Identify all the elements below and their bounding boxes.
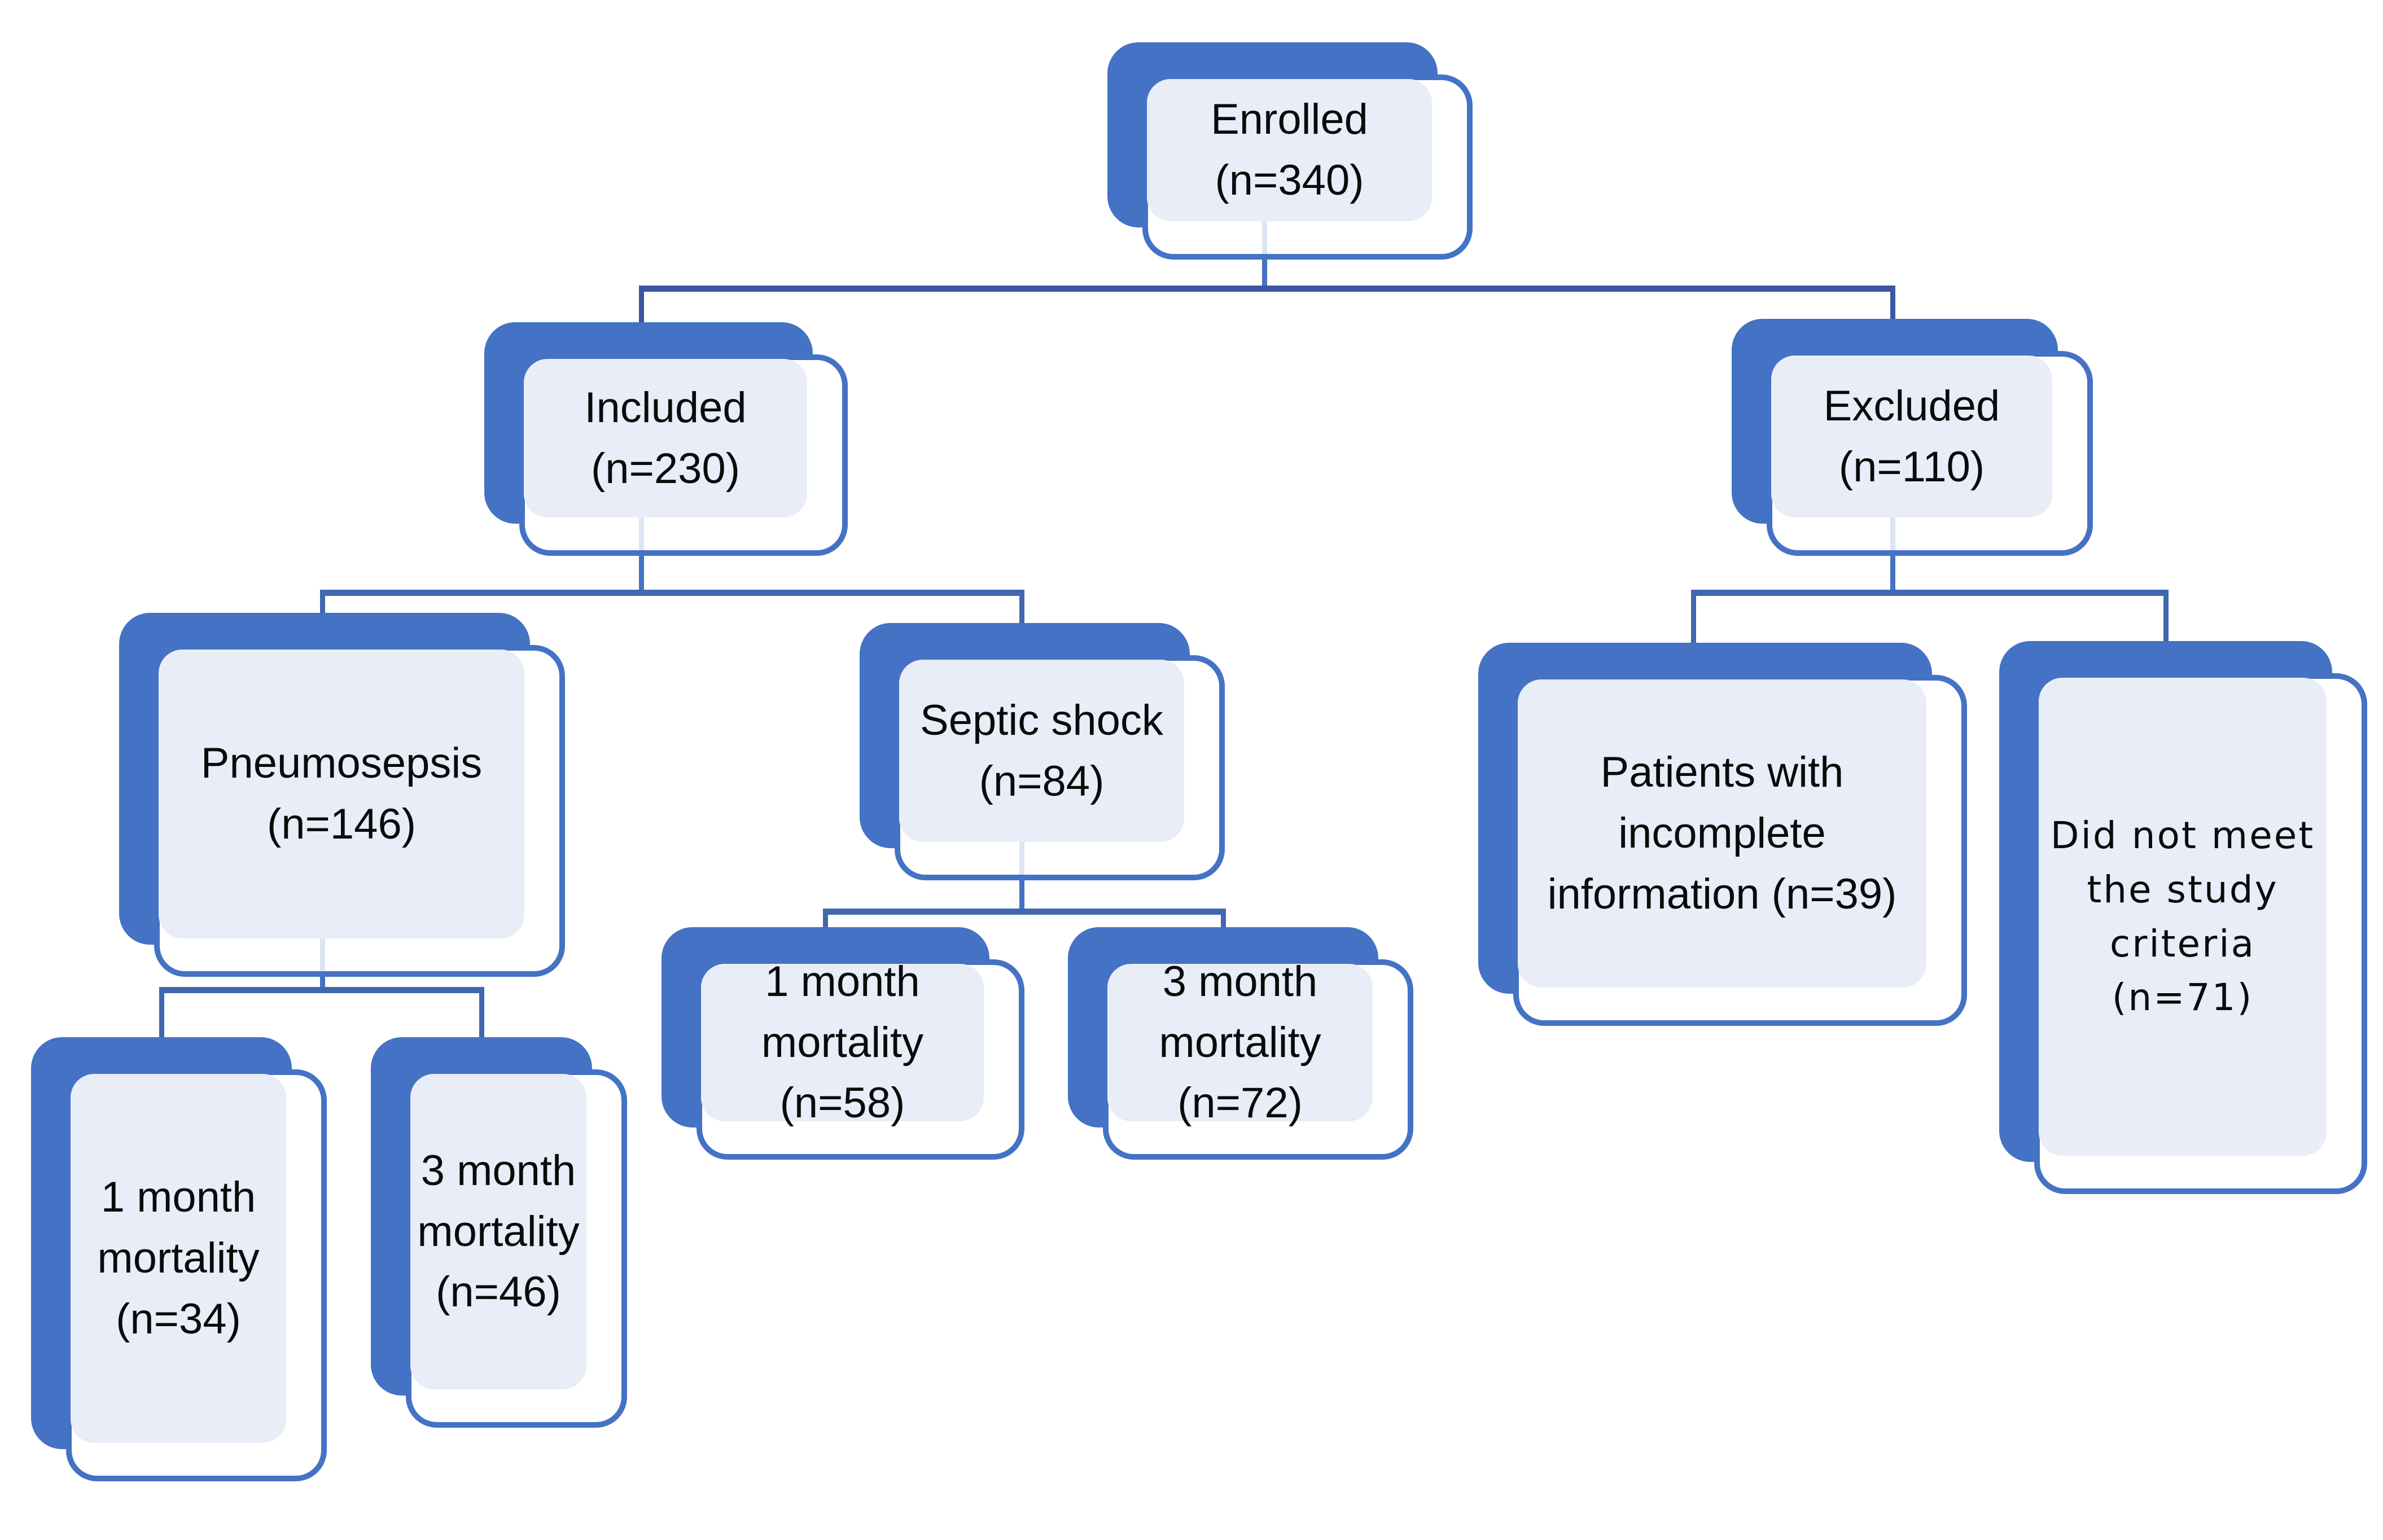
node-pneumosepsis-label: Pneumosepsis (n=146) — [200, 739, 483, 848]
node-included-panel: Included (n=230) — [524, 359, 807, 517]
connector-septic-bar — [823, 909, 1226, 915]
node-septic-1m-label: 1 month mortality (n=58) — [761, 957, 924, 1127]
node-pneumo-3m-mortality: 3 month mortality (n=46) — [371, 1037, 627, 1428]
node-included-label: Included (n=230) — [584, 383, 747, 493]
node-enrolled-seam — [1262, 221, 1267, 254]
connector-drop-septic-shock — [1019, 596, 1024, 624]
connector-drop-included — [639, 292, 644, 322]
node-septic-shock: Septic shock (n=84) — [860, 623, 1225, 880]
connector-enrolled-stub — [1262, 260, 1267, 286]
connector-drop-excluded — [1890, 292, 1895, 319]
connector-septic-stub — [1019, 880, 1024, 909]
node-not-meet-criteria: Did not meet the study criteria (n=71) — [1999, 641, 2367, 1194]
node-pneumosepsis-seam — [320, 938, 325, 971]
node-pneumo-3m-label: 3 month mortality (n=46) — [417, 1146, 580, 1317]
node-enrolled: Enrolled (n=340) — [1107, 42, 1473, 260]
node-excluded-label: Excluded (n=110) — [1823, 381, 2000, 491]
connector-excluded-stub — [1890, 556, 1895, 590]
node-septic-3m-mortality: 3 month mortality (n=72) — [1068, 927, 1413, 1160]
connector-drop-pneumo-3m — [479, 993, 484, 1038]
connector-pneumosepsis-bar — [159, 987, 484, 993]
node-not-meet-label: Did not meet the study criteria (n=71) — [2050, 814, 2315, 1020]
connector-drop-pneumosepsis — [320, 596, 325, 613]
connector-included-stub — [639, 556, 644, 590]
node-septic-shock-panel: Septic shock (n=84) — [899, 660, 1184, 842]
connector-included-bar — [320, 590, 1024, 596]
node-enrolled-label: Enrolled (n=340) — [1211, 95, 1368, 204]
node-incomplete-label: Patients with incomplete information (n=… — [1547, 748, 1897, 918]
node-septic-3m-panel: 3 month mortality (n=72) — [1107, 958, 1373, 1127]
connector-drop-incomplete — [1691, 596, 1696, 643]
node-enrolled-panel: Enrolled (n=340) — [1147, 79, 1432, 221]
connector-top-bar — [639, 286, 1895, 292]
node-included-seam — [639, 517, 644, 550]
connector-drop-septic-1m — [823, 915, 828, 928]
connector-excluded-bar — [1691, 590, 2169, 596]
node-not-meet-panel: Did not meet the study criteria (n=71) — [2039, 678, 2327, 1156]
node-excluded: Excluded (n=110) — [1732, 319, 2093, 556]
node-pneumosepsis: Pneumosepsis (n=146) — [119, 613, 565, 977]
node-excluded-seam — [1890, 517, 1895, 550]
connector-drop-pneumo-1m — [159, 993, 164, 1038]
node-septic-1m-panel: 1 month mortality (n=58) — [701, 958, 984, 1127]
connector-drop-not-meet — [2163, 596, 2169, 642]
node-incomplete-panel: Patients with incomplete information (n=… — [1518, 679, 1926, 988]
node-pneumo-1m-panel: 1 month mortality (n=34) — [71, 1074, 286, 1443]
connector-drop-septic-3m — [1221, 915, 1226, 928]
node-pneumo-3m-panel: 3 month mortality (n=46) — [410, 1074, 586, 1389]
node-pneumo-1m-mortality: 1 month mortality (n=34) — [31, 1037, 327, 1481]
node-septic-shock-seam — [1019, 842, 1024, 875]
node-excluded-panel: Excluded (n=110) — [1771, 356, 2052, 517]
node-septic-shock-label: Septic shock (n=84) — [920, 696, 1163, 805]
node-septic-3m-label: 3 month mortality (n=72) — [1159, 957, 1321, 1127]
node-incomplete-information: Patients with incomplete information (n=… — [1478, 643, 1967, 1026]
node-pneumosepsis-panel: Pneumosepsis (n=146) — [159, 650, 524, 938]
connector-pneumosepsis-stub — [320, 977, 325, 987]
node-included: Included (n=230) — [484, 322, 848, 556]
node-pneumo-1m-label: 1 month mortality (n=34) — [97, 1173, 260, 1343]
node-septic-1m-mortality: 1 month mortality (n=58) — [662, 927, 1024, 1160]
